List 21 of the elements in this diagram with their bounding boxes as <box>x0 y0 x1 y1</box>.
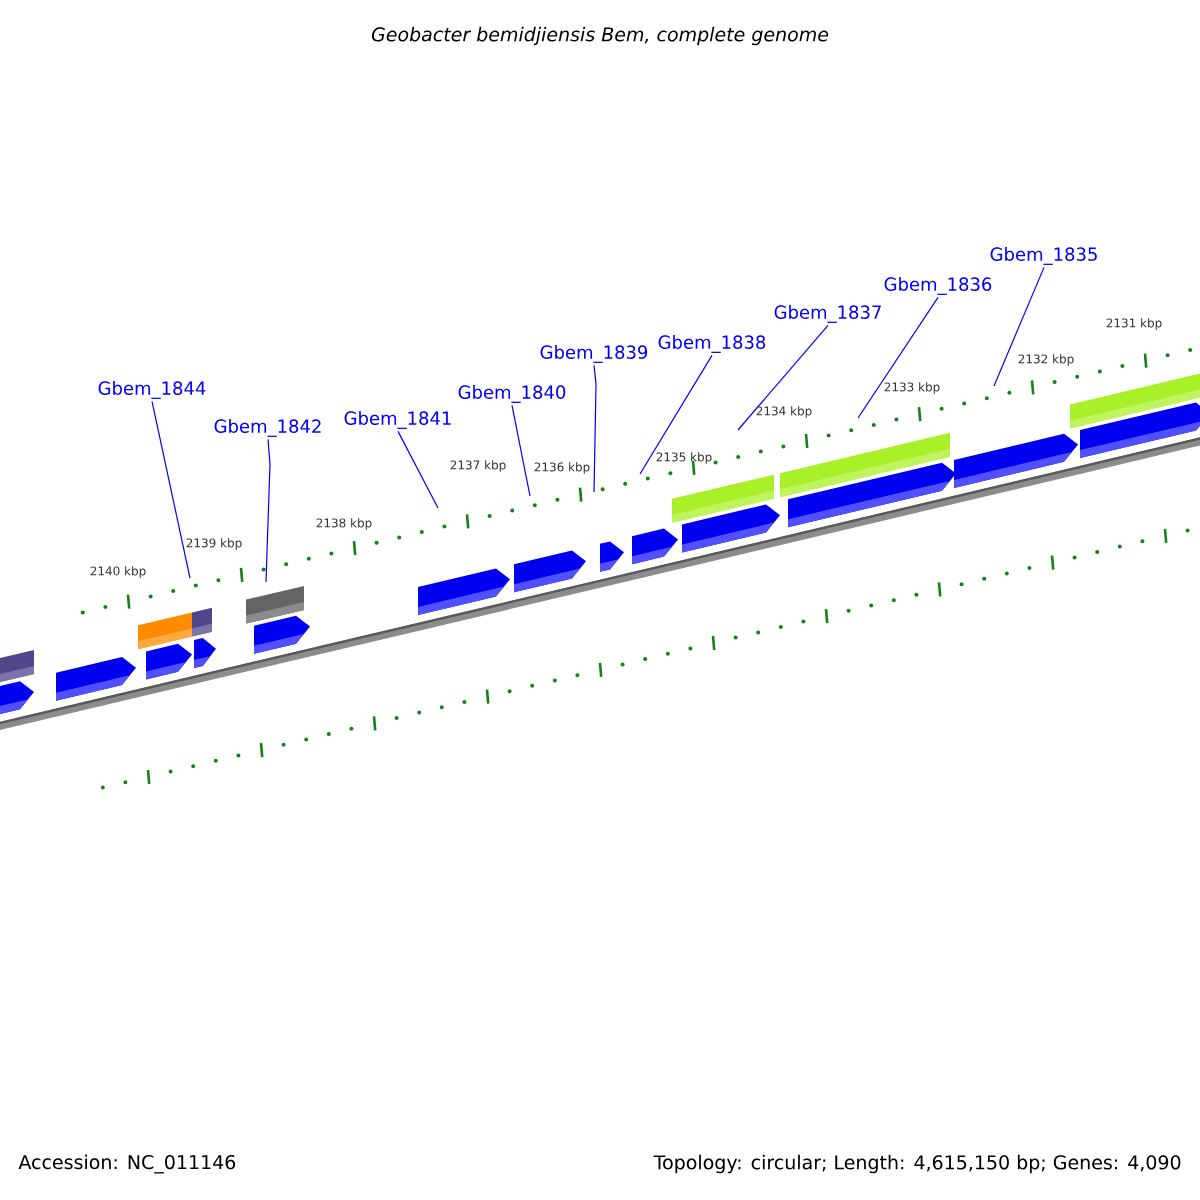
gene-label: Gbem_1837 <box>774 305 881 323</box>
gene-label: Gbem_1841 <box>344 411 451 429</box>
gene-label: Gbem_1844 <box>98 381 206 399</box>
gene-label: Gbem_1836 <box>884 277 992 295</box>
gene-label: Gbem_1840 <box>458 385 566 403</box>
leader-line <box>593 364 597 493</box>
leader-line <box>737 324 829 431</box>
leader-line <box>397 430 439 509</box>
accession-text: Accession: NC_011146 <box>18 1154 236 1174</box>
leader-line <box>993 266 1045 387</box>
gene-label: Gbem_1842 <box>214 419 321 437</box>
gene-label: Gbem_1838 <box>658 335 766 353</box>
genome-info-text: Topology: circular; Length: 4,615,150 bp; Genes: 4,090 <box>653 1154 1181 1174</box>
title: Geobacter bemidjiensis Bem, complete genome <box>371 26 829 46</box>
leader-line <box>265 438 271 583</box>
leader-line <box>511 404 531 497</box>
leader-line <box>151 400 191 579</box>
leader-line <box>857 296 939 419</box>
gene-label: Gbem_1839 <box>540 345 648 363</box>
leader-line <box>639 354 713 475</box>
gene-label: Gbem_1835 <box>990 247 1097 265</box>
